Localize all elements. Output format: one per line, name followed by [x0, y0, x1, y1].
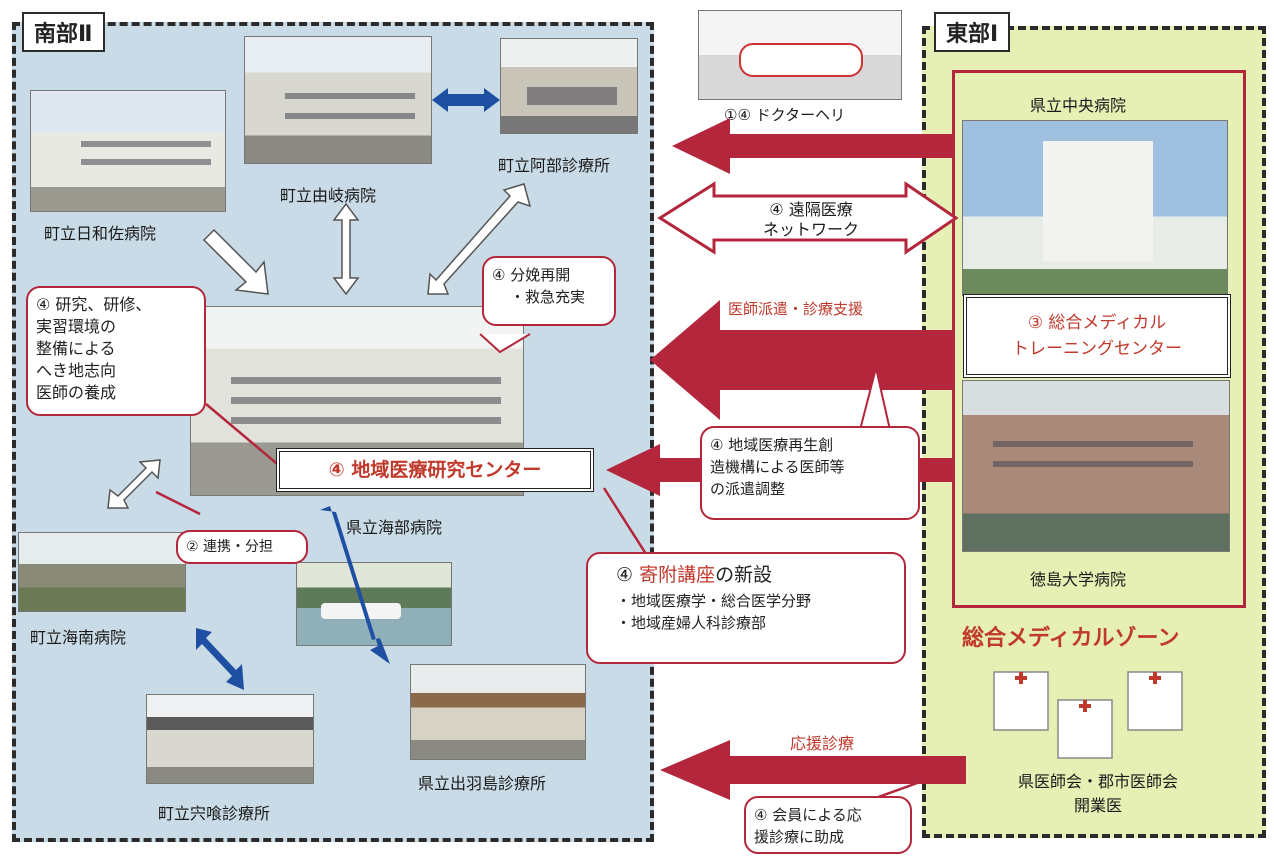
kaifu-teba-blue-arrow — [320, 506, 390, 664]
research-callout-line: 実習環境の — [36, 317, 117, 336]
medical-zone-label: 総合メディカルゾーン — [962, 626, 1180, 651]
telemed-arrow — [657, 181, 959, 255]
research-callout-pointer — [205, 403, 283, 469]
dispatch-label: 医師派遣・診療支援 — [728, 300, 864, 318]
assoc-caption-line2: 開業医 — [1073, 796, 1122, 815]
support-callout: ④ 会員による応 援診療に助成 — [744, 796, 912, 854]
endowed-chair-item: ・地域産婦人科診療部 — [616, 614, 767, 632]
hiwasa-link-arrow — [202, 228, 269, 295]
training-center-line2: トレーニングセンター — [1012, 339, 1182, 359]
endowed-chair-item: ・地域医療学・総合医学分野 — [616, 592, 812, 610]
endowed-callout-pointer — [602, 487, 648, 555]
endowed-chair-title: ④ 寄附講座の新設 — [596, 560, 896, 590]
delivery-callout: ④ 分娩再開 ・救急充実 — [482, 256, 616, 326]
endowed-chair-callout: ④ 寄附講座の新設 ・地域医療学・総合医学分野 ・地域産婦人科診療部 — [586, 552, 906, 664]
south-zone-label: 南部Ⅱ — [22, 12, 105, 52]
heli-caption: ①④ ドクターヘリ — [724, 106, 846, 124]
abe-link-arrow — [427, 183, 532, 295]
teba-clinic-photo — [410, 664, 586, 760]
shishikui-clinic-photo — [146, 694, 314, 784]
research-callout-line: 医師の養成 — [36, 383, 117, 402]
delivery-callout-line2: ・救急充実 — [510, 288, 586, 306]
heli-arrow — [672, 118, 952, 174]
yuki-abe-blue-arrow — [432, 88, 500, 112]
abe-clinic-photo — [500, 38, 638, 134]
telemed-label-line2: ネットワーク — [762, 220, 859, 239]
kainan-hospital-photo — [18, 532, 186, 612]
yuki-hospital-caption: 町立由岐病院 — [280, 186, 377, 205]
regen-callout-line: 造機構による医師等 — [710, 458, 845, 476]
training-center-line1: ③ 総合メディカル — [1027, 313, 1167, 333]
research-callout-line: ④ 研究、研修、 — [36, 295, 152, 314]
endowed-chair-title-main: 寄附講座 — [639, 564, 716, 586]
hiwasa-hospital-photo — [30, 90, 226, 212]
kainan-hospital-caption: 町立海南病院 — [30, 628, 127, 647]
training-center-box: ③ 総合メディカル トレーニングセンター — [963, 294, 1231, 378]
support-label: 応援診療 — [790, 734, 855, 753]
kainan-shishikui-blue-arrow — [196, 628, 244, 690]
east-zone-label: 東部Ⅰ — [934, 12, 1011, 52]
yuki-hospital-photo — [244, 36, 432, 164]
teba-clinic-caption: 県立出羽島診療所 — [418, 774, 547, 793]
support-arrow — [660, 740, 966, 800]
regen-callout-line: の派遣調整 — [710, 480, 786, 498]
research-callout-line: へき地志向 — [36, 361, 117, 380]
telemed-label-line1: ④ 遠隔医療 — [769, 200, 853, 219]
cooperation-callout: ② 連携・分担 — [176, 530, 308, 564]
cooperation-link-arrow — [107, 459, 161, 509]
research-center-label: ④ 地域医療研究センター — [276, 448, 594, 492]
central-hospital-photo — [962, 120, 1228, 296]
shishikui-clinic-caption: 町立宍喰診療所 — [158, 804, 271, 823]
research-callout-line: 整備による — [36, 339, 116, 358]
delivery-callout-line1: ④ 分娩再開 — [492, 266, 571, 284]
regen-callout: ④ 地域医療再生創 造機構による医師等 の派遣調整 — [700, 426, 920, 520]
support-callout-line: ④ 会員による応 — [754, 806, 862, 824]
endowed-chair-title-suffix: の新設 — [715, 564, 773, 586]
regen-callout-line: ④ 地域医療再生創 — [710, 436, 834, 454]
assoc-caption-line1: 県医師会・郡市医師会 — [1017, 772, 1178, 791]
univ-hospital-caption: 徳島大学病院 — [1030, 570, 1127, 589]
boat-photo — [296, 562, 452, 646]
cooperation-callout-pointer — [155, 490, 201, 516]
telemed-label: ④ 遠隔医療 ネットワーク — [716, 200, 906, 240]
research-callout: ④ 研究、研修、 実習環境の 整備による へき地志向 医師の養成 — [26, 286, 206, 416]
endowed-chair-title-prefix: ④ — [616, 564, 640, 586]
abe-clinic-caption: 町立阿部診療所 — [498, 156, 611, 175]
delivery-callout-pointer — [479, 333, 531, 354]
heli-photo — [698, 10, 902, 100]
kaifu-hospital-caption: 県立海部病院 — [346, 518, 443, 537]
central-hospital-caption: 県立中央病院 — [1030, 96, 1127, 115]
regen-callout-pointer — [859, 367, 891, 431]
hiwasa-hospital-caption: 町立日和佐病院 — [44, 224, 157, 243]
yuki-link-arrow — [332, 202, 360, 296]
support-callout-line: 援診療に助成 — [754, 828, 845, 846]
univ-hospital-photo — [962, 380, 1230, 552]
